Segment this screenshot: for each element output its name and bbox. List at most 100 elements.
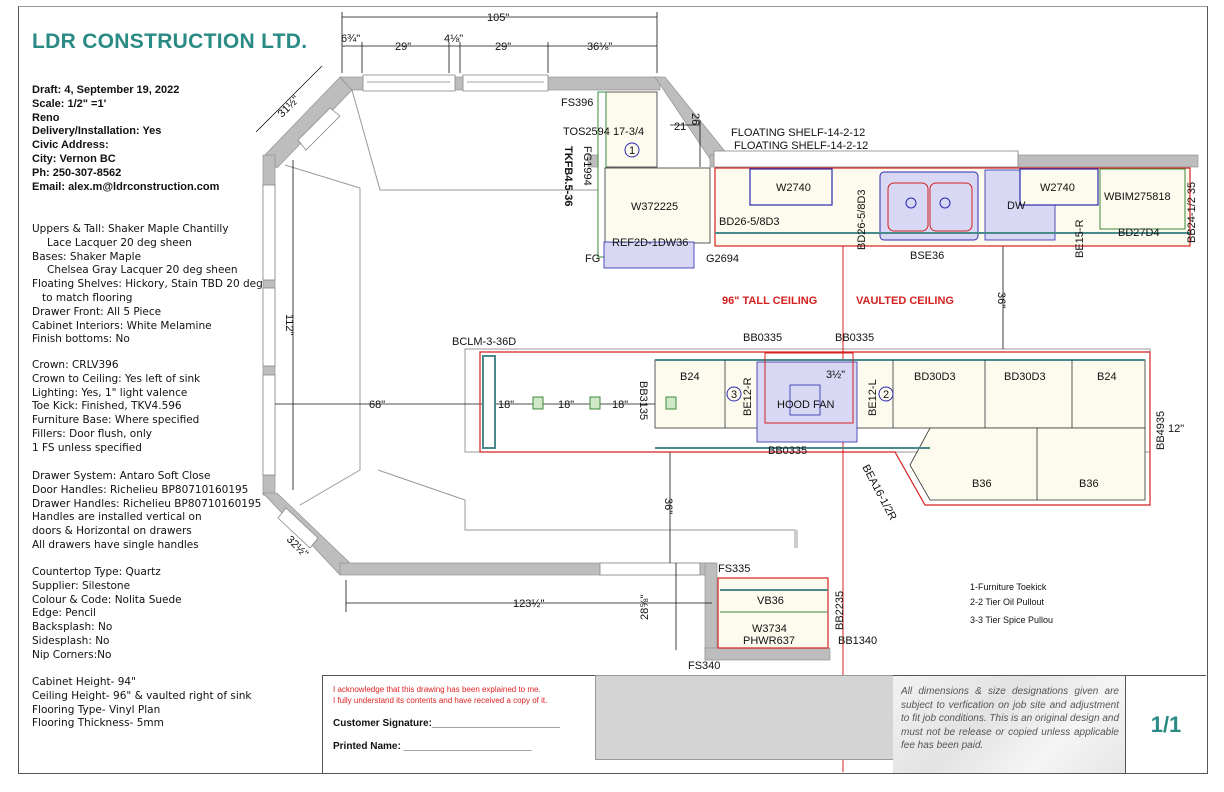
- column: [482, 355, 496, 449]
- label: FS340: [688, 660, 720, 672]
- label: B24: [1097, 371, 1117, 383]
- note: doors & Horizontal on drawers: [32, 525, 192, 538]
- note: Drawer Handles: Richelieu BP80710160195: [32, 497, 262, 510]
- note: Chelsea Gray Lacquer 20 deg sheen: [47, 264, 238, 277]
- label: G2694: [706, 253, 739, 265]
- note: Crown: CRLV396: [32, 359, 119, 371]
- label: BB0335: [835, 332, 874, 344]
- page-border: [18, 6, 1208, 774]
- customer-signature-field[interactable]: Customer Signature:_____________________…: [333, 718, 560, 729]
- acknowledgement-block: I acknowledge that this drawing has been…: [322, 675, 595, 773]
- stool: [589, 396, 601, 410]
- callout-legend: 1-Furniture Toekick 2-2 Tier Oil Pullout…: [970, 580, 1053, 628]
- note: Floating Shelves: Hickory, Stain TBD 20 …: [32, 278, 263, 291]
- cabinet-w372225: [604, 167, 711, 244]
- callout-circles: [624, 142, 894, 402]
- acknowledgement-text: I acknowledge that this drawing has been…: [333, 684, 595, 706]
- label: TOS2594 17-3/4: [563, 126, 644, 138]
- note: to match flooring: [42, 291, 133, 304]
- label: FG: [585, 253, 600, 265]
- label: PHWR637: [743, 635, 795, 647]
- label: BD26-5/8D3: [719, 216, 780, 228]
- label: FLOATING SHELF-14-2-12: [734, 140, 868, 152]
- bottom-cabinet: [717, 577, 829, 649]
- callout-1: 1: [629, 145, 635, 157]
- dim: 31½": [276, 94, 302, 120]
- note: Bases: Shaker Maple: [32, 250, 142, 263]
- label: WBIM275818: [1104, 191, 1171, 203]
- tall-cabinet-1: [604, 91, 658, 168]
- stool: [665, 396, 677, 410]
- note: All drawers have single handles: [32, 538, 199, 551]
- label: DW: [1007, 200, 1026, 212]
- info-address: Civic Address:: [32, 139, 109, 152]
- label: W2740: [776, 182, 811, 194]
- note: Sidesplash: No: [32, 634, 110, 647]
- label: HOOD FAN: [777, 399, 835, 411]
- label: BE15-R: [1074, 219, 1086, 258]
- vaulted-ceiling-label: VAULTED CEILING: [856, 295, 954, 307]
- dimension-labels: 105" 6¾" 29" 4⅛" 29" 36⅛" 31½" 112" 21 2…: [276, 12, 1185, 620]
- island-b36: [909, 427, 1146, 501]
- note: Flooring Thickness- 5mm: [32, 717, 164, 730]
- dim: 36⅛": [587, 41, 612, 53]
- label: BCLM-3-36D: [452, 336, 516, 348]
- note: Cabinet Interiors: White Melamine: [32, 319, 212, 332]
- windows: [262, 74, 1019, 576]
- note: Fillers: Door flush, only: [32, 427, 153, 440]
- note: Uppers & Tall: Shaker Maple Chantilly: [32, 223, 229, 235]
- legend-item: 3-3 Tier Spice Pullou: [970, 615, 1054, 625]
- disclaimer-text: All dimensions & size designations given…: [901, 686, 1119, 751]
- label: BD26-5/8D3: [856, 189, 868, 250]
- sink-bowl: [929, 182, 973, 232]
- dim: 36": [662, 498, 674, 514]
- dim: 29": [495, 41, 511, 53]
- label: W372225: [631, 201, 678, 213]
- dim: 18": [612, 399, 628, 411]
- ack-line: I acknowledge that this drawing has been…: [333, 685, 541, 694]
- note: Lighting: Yes, 1" light valence: [32, 386, 188, 399]
- notes-countertop: Countertop Type: Quartz Supplier: Silest…: [32, 566, 182, 663]
- label: FG1994: [581, 146, 593, 186]
- legend-item: 2-2 Tier Oil Pullout: [970, 597, 1045, 607]
- note: Door Handles: Richelieu BP80710160195: [32, 483, 249, 496]
- note: Drawer Front: All 5 Piece: [32, 305, 162, 318]
- note: Toe Kick: Finished, TKV4.596: [32, 400, 182, 413]
- dim: 26: [689, 113, 701, 125]
- dim: 12": [1168, 423, 1184, 435]
- dim: 21: [674, 121, 686, 133]
- info-draft: Draft: 4, September 19, 2022: [32, 84, 180, 96]
- cabinet-wbim: [1099, 168, 1186, 230]
- dim: 3½": [826, 369, 845, 381]
- label: FS335: [718, 563, 750, 575]
- label: BE12-R: [742, 377, 754, 416]
- info-city: City: Vernon BC: [32, 152, 116, 165]
- info-email: Email: alex.m@ldrconstruction.com: [32, 180, 220, 193]
- label: BE12-L: [867, 379, 879, 416]
- legend-item: 1-Furniture Toekick: [970, 582, 1047, 592]
- note: Backsplash: No: [32, 621, 113, 634]
- note: Edge: Pencil: [32, 607, 96, 620]
- info-delivery: Delivery/Installation: Yes: [32, 125, 162, 138]
- note: Finish bottoms: No: [32, 333, 130, 346]
- fridge: [603, 241, 695, 269]
- dim: 68": [369, 399, 385, 411]
- info-scale: Scale: 1/2" =1': [32, 97, 107, 110]
- company-logo-title: LDR CONSTRUCTION LTD.: [32, 30, 308, 53]
- note: Lace Lacquer 20 deg sheen: [47, 236, 192, 249]
- dim: 105": [487, 12, 509, 24]
- island-outline: [479, 351, 1151, 506]
- dim: 18": [558, 399, 574, 411]
- label: FLOATING SHELF-14-2-12: [731, 127, 865, 139]
- label: BSE36: [910, 250, 944, 262]
- dimension-lines: [255, 12, 1004, 650]
- notes-hardware: Drawer System: Antaro Soft Close Door Ha…: [32, 470, 261, 553]
- label: REF2D-1DW36: [612, 237, 688, 249]
- dim: 28⅝": [639, 595, 651, 620]
- drain-icon: [939, 197, 951, 209]
- info-phone: Ph: 250-307-8562: [32, 166, 122, 179]
- label: BB4935: [1155, 411, 1167, 450]
- printed-name-field[interactable]: Printed Name: _______________________: [333, 741, 532, 752]
- tall-ceiling-label: 96" TALL CEILING: [722, 295, 817, 307]
